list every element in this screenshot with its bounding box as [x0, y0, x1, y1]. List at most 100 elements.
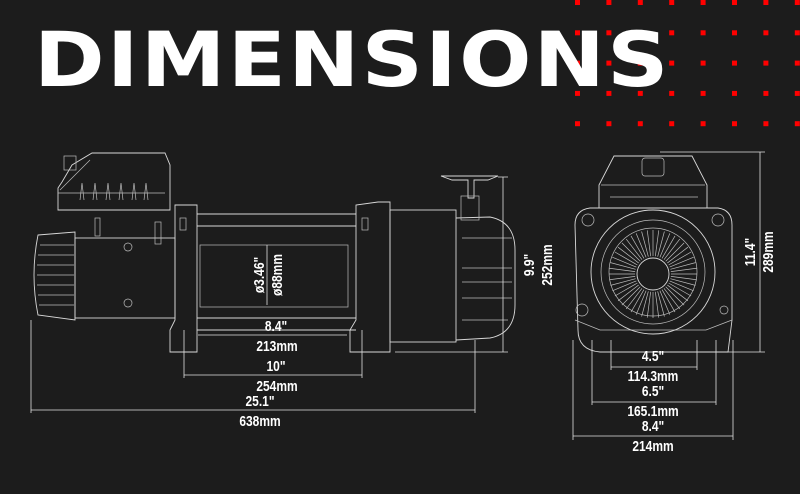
red-dot	[794, 0, 800, 5]
fan-spoke	[635, 233, 647, 258]
red-dot	[669, 121, 675, 127]
fan-spoke	[669, 256, 694, 268]
red-dot	[637, 121, 643, 127]
fan-spoke	[661, 289, 676, 313]
red-dot	[794, 121, 800, 127]
fan-spoke	[635, 290, 647, 315]
fan-spoke	[625, 238, 643, 260]
fan-spoke	[659, 290, 671, 315]
fan-spoke	[670, 262, 696, 270]
red-dot	[763, 0, 769, 5]
fan-spoke	[609, 267, 636, 272]
cable-drum	[197, 213, 356, 331]
fan-spoke	[665, 242, 685, 262]
red-dot	[669, 90, 675, 96]
frame-span-mm: 254mm	[256, 378, 297, 395]
fan-spoke	[668, 282, 692, 297]
fan-spoke	[610, 278, 636, 286]
motor-fan-spokes	[609, 230, 697, 318]
red-dot	[763, 121, 769, 127]
dimension-lines	[30, 176, 508, 413]
fan-spoke	[669, 280, 694, 292]
fan-spoke	[667, 246, 689, 264]
red-dot	[669, 60, 675, 66]
red-dot	[763, 90, 769, 96]
red-dot	[794, 90, 800, 96]
fan-spoke	[621, 242, 641, 262]
red-dot	[794, 60, 800, 66]
control-box	[57, 152, 171, 211]
fan-spoke	[614, 251, 638, 266]
fan-spoke	[655, 291, 660, 318]
frame-span-in: 10"	[266, 358, 285, 375]
fan-spoke	[667, 284, 689, 302]
red-dot	[606, 121, 612, 127]
bolt-inner-in: 4.5"	[642, 348, 664, 365]
fan-spoke	[630, 235, 645, 259]
fan-spoke	[665, 286, 685, 306]
fan-spoke	[621, 286, 641, 306]
bolt-outer-in: 6.5"	[642, 383, 664, 400]
red-dot	[637, 30, 643, 36]
red-dot	[700, 30, 706, 36]
red-dot	[732, 121, 737, 127]
overall-length-mm: 638mm	[239, 413, 280, 430]
fan-spoke	[663, 238, 681, 260]
fan-spoke	[617, 284, 639, 302]
red-dot	[669, 0, 675, 5]
red-dot	[606, 90, 612, 96]
width-in: 8.4"	[642, 418, 664, 435]
gearbox	[389, 175, 516, 343]
red-dot	[700, 121, 706, 127]
red-dot	[700, 60, 706, 66]
fan-spoke	[668, 251, 692, 266]
red-dot	[606, 60, 612, 66]
red-dot	[575, 0, 580, 5]
red-dot	[700, 90, 706, 96]
fan-spoke	[612, 280, 637, 292]
red-dot	[763, 60, 769, 66]
red-dot	[606, 30, 612, 36]
height-mm: 252mm	[539, 244, 556, 285]
red-dot	[700, 0, 706, 5]
red-dot	[732, 90, 737, 96]
fan-spoke	[670, 276, 697, 281]
page-title: DIMENSIONS	[34, 15, 671, 104]
fan-spoke	[610, 262, 636, 270]
bolt-inner-mm: 114.3mm	[628, 368, 679, 385]
width-mm: 214mm	[632, 438, 673, 455]
bolt-outer-mm: 165.1mm	[627, 403, 678, 420]
fan-spoke	[630, 289, 645, 313]
height-in: 9.9"	[521, 254, 538, 276]
fan-spoke	[657, 231, 665, 257]
drum-length-in: 8.4"	[265, 318, 287, 335]
drum-diameter-in: ø3.46"	[251, 257, 268, 293]
front-height-mm: 289mm	[760, 231, 777, 272]
red-dot	[794, 30, 800, 36]
fan-spoke	[663, 288, 681, 310]
fan-spoke	[612, 256, 637, 268]
red-dot	[732, 30, 737, 36]
drum-diameter-mm: ø88mm	[269, 254, 286, 296]
front-height-in: 11.4"	[742, 238, 759, 266]
red-dot	[606, 0, 612, 5]
overall-length-in: 25.1"	[245, 393, 274, 410]
front-dimension-lines	[572, 151, 765, 440]
fan-spoke	[609, 276, 636, 281]
fan-spoke	[625, 288, 643, 310]
fan-spoke	[661, 235, 676, 259]
fan-spoke	[641, 291, 649, 317]
red-dot	[669, 30, 675, 36]
fan-spoke	[641, 231, 649, 257]
fan-spoke	[646, 230, 651, 257]
fan-spoke	[646, 291, 651, 318]
fan-spoke	[670, 278, 696, 286]
red-dot	[637, 90, 643, 96]
red-dot	[732, 60, 737, 66]
red-dot	[575, 30, 580, 36]
red-dot	[637, 60, 643, 66]
fan-spoke	[659, 233, 671, 258]
